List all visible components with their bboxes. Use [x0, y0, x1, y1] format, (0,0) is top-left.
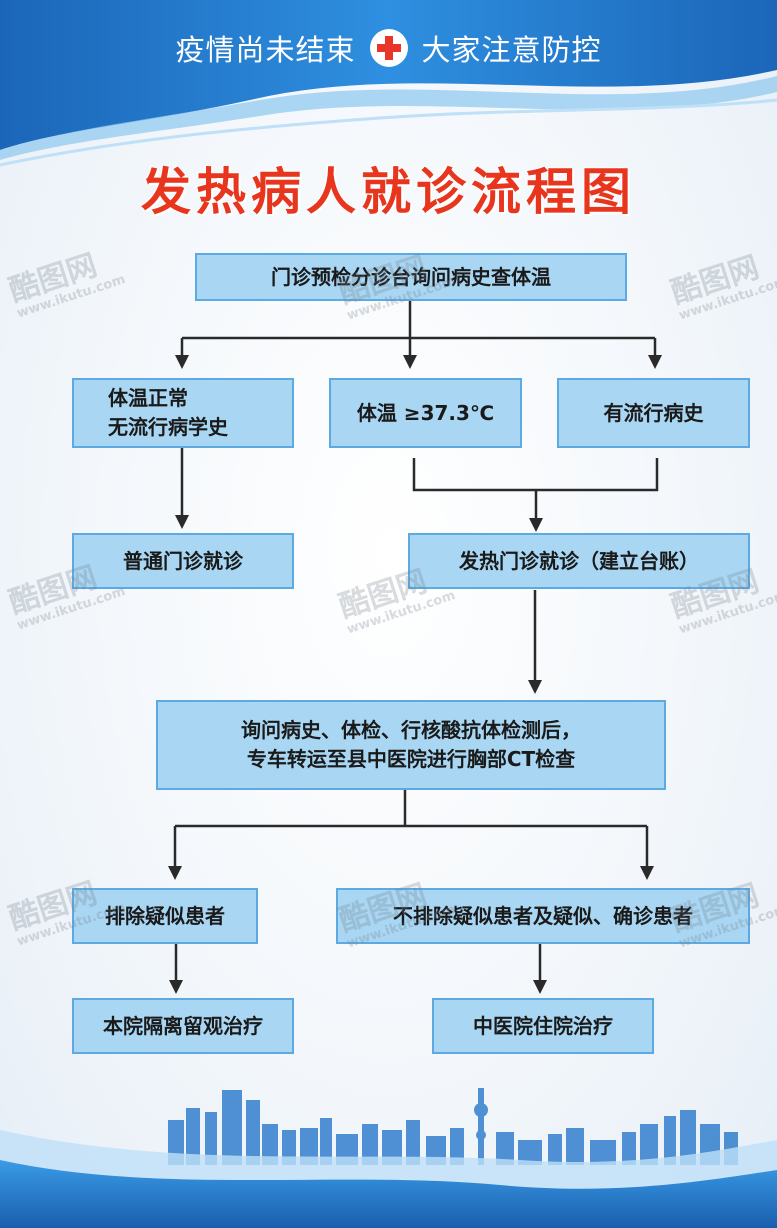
node-observe: 本院隔离留观治疗: [72, 998, 294, 1054]
arrowheads: [168, 355, 662, 994]
arrowhead: [533, 980, 547, 994]
arrowhead: [168, 866, 182, 880]
page-title: 发热病人就诊流程图: [141, 163, 636, 221]
footer-wave: [0, 1160, 777, 1228]
top-banner-light-wave: [0, 76, 777, 160]
flow-connectors: [173, 300, 659, 980]
arrowhead: [175, 355, 189, 369]
banner-right-text: 大家注意防控: [421, 33, 602, 67]
top-banner: 疫情尚未结束 大家注意防控: [0, 26, 777, 70]
node-fever: 体温 ≥37.3℃: [329, 378, 522, 448]
arrowhead: [175, 515, 189, 529]
node-hospitalize: 中医院住院治疗: [432, 998, 654, 1054]
node-not-excluded: 不排除疑似患者及疑似、确诊患者: [336, 888, 750, 944]
top-banner-thin-wave: [0, 98, 777, 167]
connector-exam-split: [173, 790, 649, 866]
node-epi-history: 有流行病史: [557, 378, 750, 448]
red-cross-icon: [369, 29, 408, 67]
arrowhead: [403, 355, 417, 369]
node-excluded: 排除疑似患者: [72, 888, 258, 944]
banner-left-text: 疫情尚未结束: [175, 33, 356, 67]
arrowhead: [528, 680, 542, 694]
arrowhead: [529, 518, 543, 532]
node-triage: 门诊预检分诊台询问病史查体温: [195, 253, 627, 301]
arrowhead: [648, 355, 662, 369]
node-exam: 询问病史、体检、行核酸抗体检测后， 专车转运至县中医院进行胸部CT检查: [156, 700, 666, 790]
connector-fever-merge: [412, 458, 659, 518]
arrowhead: [640, 866, 654, 880]
connector-triage-split: [180, 300, 657, 355]
node-fever-clinic: 发热门诊就诊（建立台账）: [408, 533, 750, 589]
node-normal-temp: 体温正常 无流行病学史: [72, 378, 294, 448]
node-general-clinic: 普通门诊就诊: [72, 533, 294, 589]
arrowhead: [169, 980, 183, 994]
city-skyline: [168, 1088, 738, 1165]
top-banner-wave: [0, 0, 777, 150]
